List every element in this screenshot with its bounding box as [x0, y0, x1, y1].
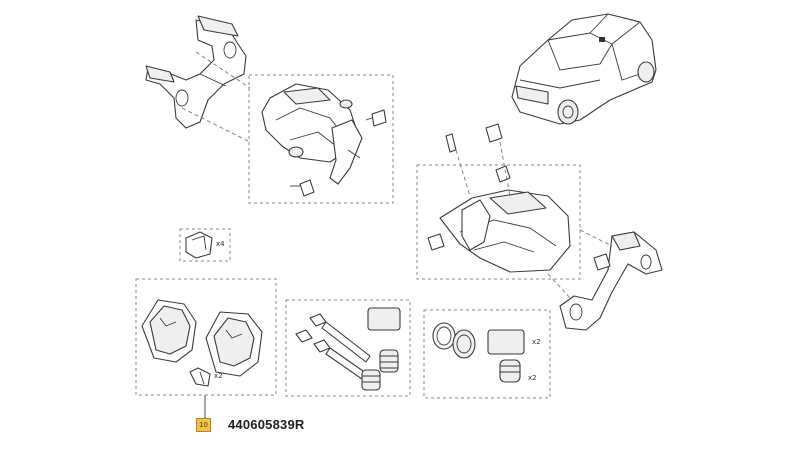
grease-sachet-2 [487, 329, 525, 355]
vehicle-illustration [511, 13, 657, 125]
left-caliper-bracket [145, 15, 247, 129]
pin-boot [499, 359, 521, 383]
guide-pin-kit-box [285, 299, 411, 397]
boot-quantity: x2 [528, 374, 537, 382]
brake-pad-set-box [135, 278, 277, 396]
right-caliper-bolt-upper [485, 123, 503, 143]
anti-rattle-clip [185, 231, 213, 259]
guide-pin-upper [295, 313, 371, 363]
right-caliper-bolt-mid [495, 165, 511, 183]
clip-quantity: x4 [216, 240, 225, 248]
brake-pad-left [141, 299, 197, 363]
bleed-screw [445, 133, 457, 153]
left-caliper [261, 83, 363, 185]
left-caliper-bolt-upper [365, 109, 387, 127]
left-caliper-group-box [248, 74, 394, 204]
bracket-bolt [593, 253, 611, 271]
pad-bolt-quantity: x2 [214, 372, 223, 380]
right-caliper-bolt-left [427, 233, 445, 251]
dust-seal-ring [452, 329, 476, 359]
dust-boot-upper [379, 349, 399, 373]
clip-group-box [179, 228, 231, 262]
right-caliper-bracket [559, 231, 663, 331]
right-caliper [439, 189, 571, 273]
pad-bolt [189, 367, 211, 387]
seal-kit-quantity: x2 [532, 338, 541, 346]
left-caliper-bolt-lower [290, 179, 315, 197]
piston-seal-ring [432, 322, 456, 350]
dust-boot-lower [361, 369, 381, 391]
part-reference-number: 440605839R [228, 417, 305, 432]
seal-kit-box [423, 309, 551, 399]
grease-sachet-1 [367, 307, 401, 331]
brake-pad-right [205, 311, 263, 377]
callout-number-badge[interactable]: 10 [196, 418, 211, 432]
